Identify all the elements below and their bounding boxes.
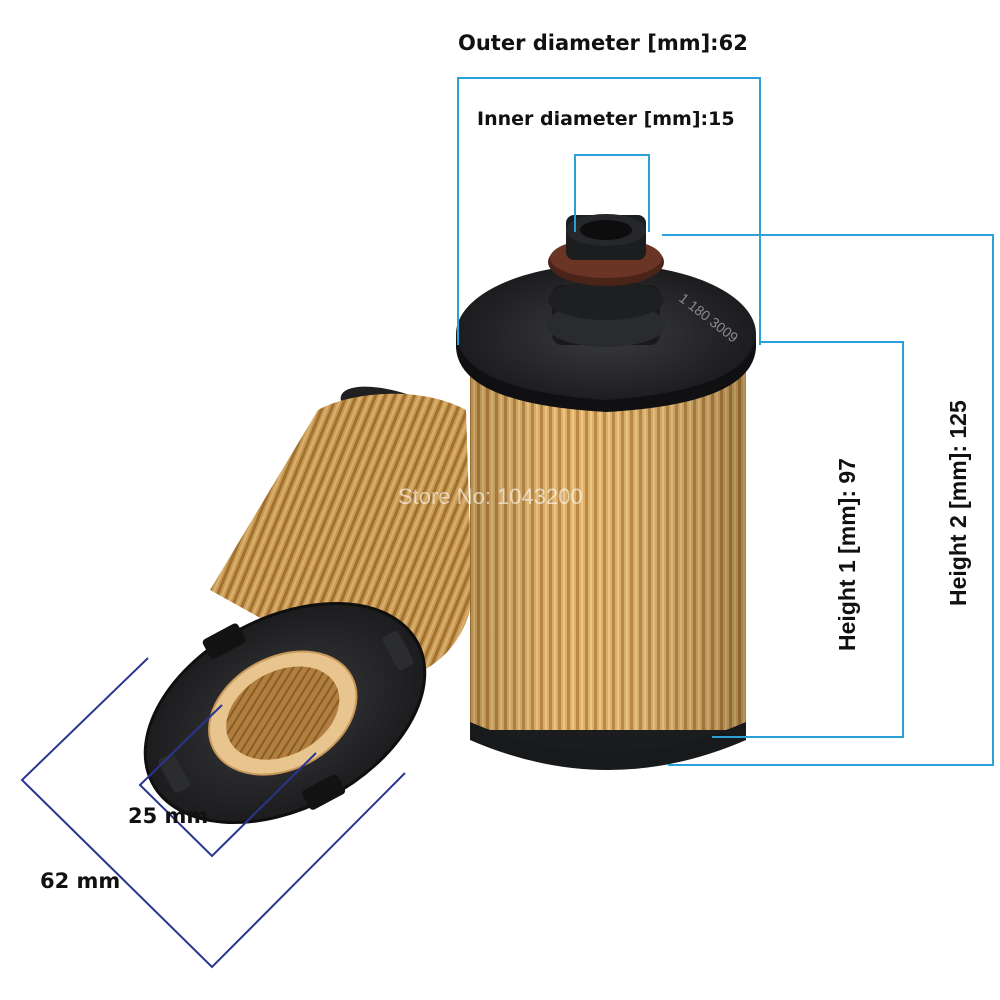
left-filter bbox=[143, 386, 472, 825]
small-outer-diameter-label: 62 mm bbox=[40, 869, 121, 893]
outer-diameter-label: Outer diameter [mm]:62 bbox=[458, 31, 748, 55]
height-1-label: Height 1 [mm]: 97 bbox=[834, 458, 860, 651]
dimension-lines-navy bbox=[20, 657, 406, 969]
small-inner-diameter-label: 25 mm bbox=[128, 804, 209, 828]
right-filter: 1 180 3009 bbox=[456, 214, 756, 770]
height-2-label: Height 2 [mm]: 125 bbox=[945, 400, 971, 606]
store-watermark: Store No: 1043200 bbox=[398, 484, 583, 509]
inner-diameter-label: Inner diameter [mm]:15 bbox=[477, 108, 735, 130]
dimension-lines-cyan bbox=[457, 77, 994, 766]
